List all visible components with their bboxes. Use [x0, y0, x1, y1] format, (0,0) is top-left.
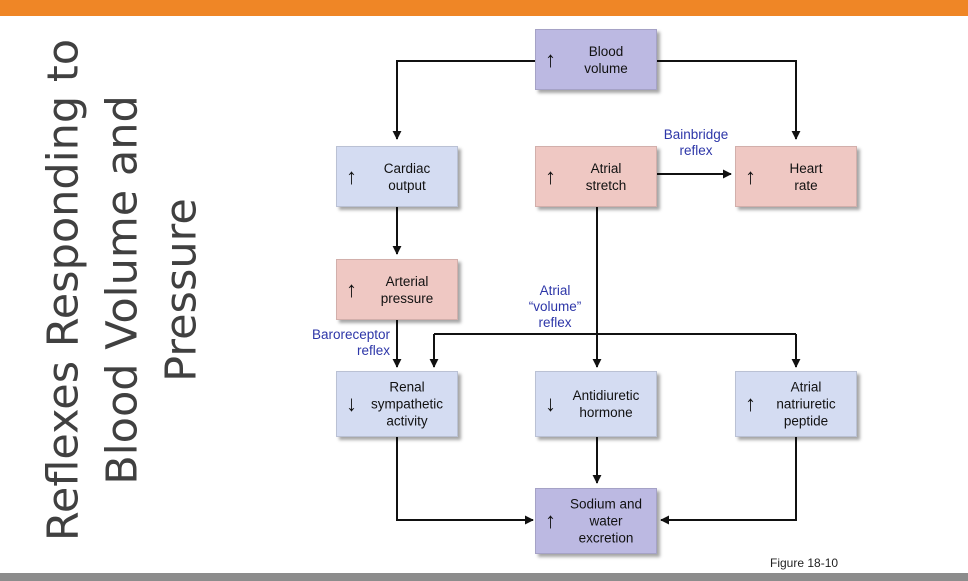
up-arrow-icon: ↑ — [545, 508, 556, 533]
arrow-renal-to-sodium — [396, 437, 534, 525]
node-label: Sodium and water excretion — [569, 496, 643, 546]
node-sodium-water-excretion: ↑ Sodium and water excretion — [535, 488, 657, 554]
up-arrow-icon: ↑ — [745, 391, 756, 416]
up-arrow-icon: ↑ — [545, 163, 556, 189]
up-arrow-icon: ↑ — [346, 276, 357, 302]
node-label: Atrial stretch — [585, 160, 627, 193]
node-arterial-pressure: ↑ Arterial pressure — [336, 259, 458, 320]
arrow-anp-to-sodium — [660, 437, 797, 525]
top-accent-bar — [0, 0, 968, 16]
node-heart-rate: ↑ Heart rate — [735, 146, 857, 207]
node-renal-sympathetic-activity: ↓ Renal sympathetic activity — [336, 371, 458, 437]
node-atrial-natriuretic-peptide: ↑ Atrial natriuretic peptide — [735, 371, 857, 437]
node-label: Atrial natriuretic peptide — [776, 379, 836, 429]
down-arrow-icon: ↓ — [346, 391, 357, 416]
node-blood-volume: ↑ Blood volume — [535, 29, 657, 90]
figure-label: Figure 18-10 — [770, 556, 839, 570]
annotation-baroreceptor-reflex: Baroreceptor reflex — [311, 327, 390, 358]
node-label: Heart rate — [789, 160, 823, 193]
node-label: Cardiac output — [383, 160, 431, 193]
up-arrow-icon: ↑ — [346, 163, 357, 189]
node-label: Arterial pressure — [380, 273, 434, 306]
up-arrow-icon: ↑ — [745, 163, 756, 189]
arrow-blood-volume-to-cardiac-output — [392, 60, 535, 140]
annotation-atrial-volume-reflex: Atrial “volume” reflex — [528, 283, 582, 330]
up-arrow-icon: ↑ — [545, 46, 556, 72]
node-label: Renal sympathetic activity — [370, 379, 444, 429]
node-label: Antidiuretic hormone — [572, 388, 640, 420]
bottom-accent-bar — [0, 573, 968, 581]
node-antidiuretic-hormone: ↓ Antidiuretic hormone — [535, 371, 657, 437]
node-cardiac-output: ↑ Cardiac output — [336, 146, 458, 207]
node-label: Blood volume — [584, 43, 628, 76]
arrow-blood-volume-to-heart-rate — [657, 60, 801, 140]
node-atrial-stretch: ↑ Atrial stretch — [535, 146, 657, 207]
annotation-bainbridge-reflex: Bainbridge reflex — [663, 127, 729, 158]
down-arrow-icon: ↓ — [545, 391, 556, 416]
